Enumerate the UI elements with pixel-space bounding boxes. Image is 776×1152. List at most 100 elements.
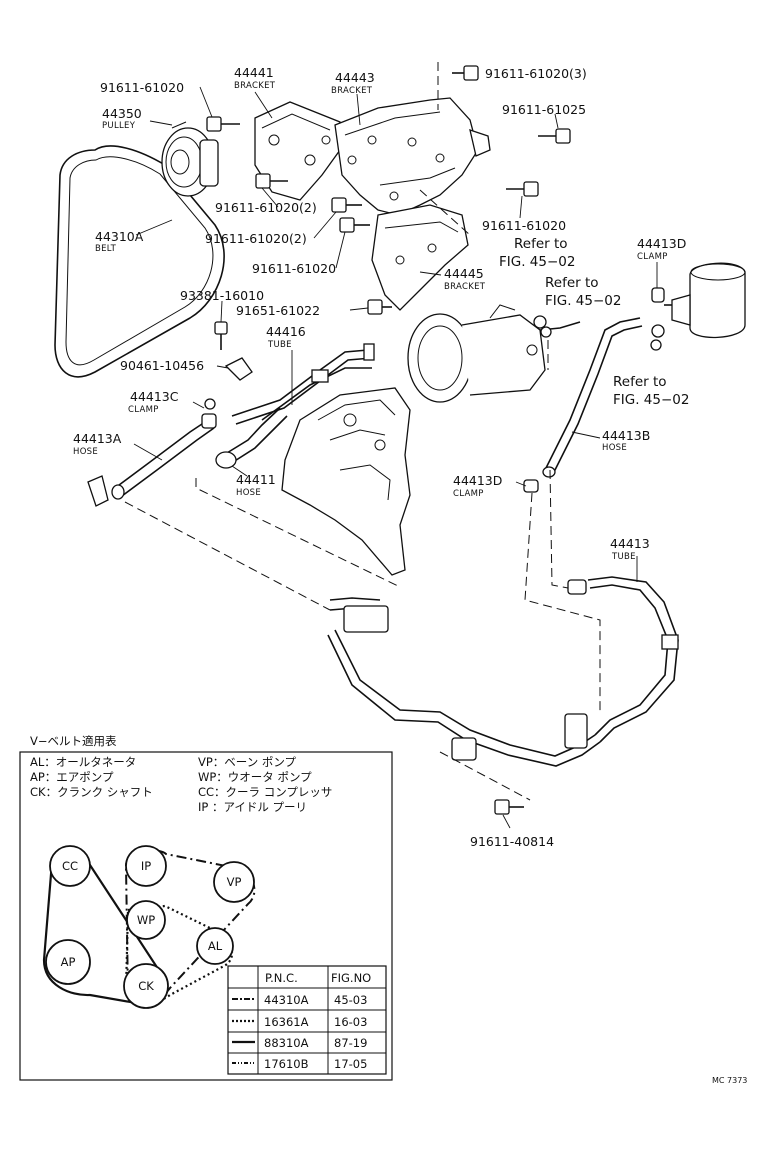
bolt-91611-61020-c <box>339 217 370 233</box>
pulley-44350 <box>161 121 219 197</box>
clamp-44413c <box>201 398 217 429</box>
label-91611-61025: 91611-61025 <box>502 102 586 117</box>
refer-1-line2: FIG. 45−02 <box>499 254 575 270</box>
label-44441: 44441 <box>234 65 274 80</box>
label-91611-40814: 91611-40814 <box>470 834 554 849</box>
pulley-ck-label: CK <box>138 979 154 993</box>
label-44443-name: BRACKET <box>331 86 373 96</box>
label-44416-name: TUBE <box>267 340 292 350</box>
bolt-91651-61022 <box>367 299 392 315</box>
pulley-cc <box>49 845 91 887</box>
refer-2-line1: Refer to <box>545 275 599 291</box>
label-44413a-name: HOSE <box>73 447 98 457</box>
v-belt-application-legend: V−ベルト適用表 AL：オールタネータ AP：エアポンプ CK：クランク シャフ… <box>19 734 393 1081</box>
pulley-wp <box>126 900 166 940</box>
pulley-cc-label: CC <box>62 859 78 873</box>
table-row-pnc: 44310A <box>264 993 309 1007</box>
fluid-reservoir <box>664 262 746 339</box>
tube-44416 <box>231 343 375 425</box>
bracket-44445 <box>371 204 469 311</box>
table-row-fig: 17-05 <box>334 1057 367 1071</box>
clamp-refer-1 <box>533 315 552 338</box>
label-44416: 44416 <box>266 324 306 339</box>
label-91611-61020-b: 91611-61020 <box>482 218 566 233</box>
part-labels: 91611-61020 44350 PULLEY 44441 BRACKET 4… <box>73 65 686 849</box>
label-44411-name: HOSE <box>236 488 261 498</box>
refer-2-line2: FIG. 45−02 <box>545 293 621 309</box>
label-44310a: 44310A <box>95 229 144 244</box>
label-44411: 44411 <box>236 472 276 487</box>
leader-lines <box>133 72 658 829</box>
label-93381-16010: 93381-16010 <box>180 288 264 303</box>
legend-cc: CC：クーラ コンプレッサ <box>198 785 332 799</box>
pulley-ck <box>123 963 169 1009</box>
label-44350: 44350 <box>102 106 142 121</box>
label-44441-name: BRACKET <box>234 81 276 91</box>
label-44413a: 44413A <box>73 431 122 446</box>
table-row-fig: 87-19 <box>334 1036 367 1050</box>
label-91611-61020-c: 91611-61020 <box>252 261 336 276</box>
label-44413d-lower-name: CLAMP <box>453 489 484 499</box>
legend-ip: IP ：アイドル プーリ <box>198 800 307 814</box>
steering-gear-housing <box>281 387 411 576</box>
label-44350-name: PULLEY <box>102 121 136 131</box>
bolt-91611-40814 <box>494 799 524 815</box>
pulley-ip <box>125 845 167 887</box>
label-44445: 44445 <box>444 266 484 281</box>
label-44413d-upper-name: CLAMP <box>637 252 668 262</box>
legend-wp: WP：ウオータ ポンプ <box>198 770 312 784</box>
v-belt-44310a <box>54 145 225 378</box>
pulley-vp-label: VP <box>227 875 242 889</box>
refer-3-line1: Refer to <box>613 374 667 390</box>
label-44413c-name: CLAMP <box>128 405 159 415</box>
legend-title: V−ベルト適用表 <box>30 734 117 748</box>
tube-44413 <box>327 576 679 767</box>
table-row-pnc: 16361A <box>264 1015 309 1029</box>
table-row-fig: 16-03 <box>334 1015 367 1029</box>
hose-44411 <box>215 407 288 469</box>
label-44445-name: BRACKET <box>444 282 486 292</box>
table-header-pnc: P.N.C. <box>265 971 298 985</box>
label-44310a-name: BELT <box>95 244 117 254</box>
vane-pump <box>407 304 546 403</box>
legend-al: AL：オールタネータ <box>30 755 136 769</box>
label-44413d-lower: 44413D <box>453 473 502 488</box>
refer-labels: Refer to FIG. 45−02 Refer to FIG. 45−02 … <box>499 236 689 408</box>
label-91611-61020-2b: 91611-61020(2) <box>205 231 307 246</box>
label-44413b: 44413B <box>602 428 650 443</box>
alignment-line-mid <box>419 189 471 236</box>
label-44413d-upper: 44413D <box>637 236 686 251</box>
legend-ap: AP：エアポンプ <box>30 770 114 784</box>
legend-ck: CK：クランク シャフト <box>30 785 153 799</box>
label-44443: 44443 <box>335 70 375 85</box>
label-44413: 44413 <box>610 536 650 551</box>
label-90461-10456: 90461-10456 <box>120 358 204 373</box>
table-row-pnc: 17610B <box>264 1057 309 1071</box>
bolt-91611-61020-2a <box>255 173 288 189</box>
clamp-44413d-lower <box>523 479 539 493</box>
clamp-90461-10456 <box>224 357 253 381</box>
clamp-44413d-upper <box>650 287 665 351</box>
label-91611-61020-3: 91611-61020(3) <box>485 66 587 81</box>
bracket-44443 <box>334 97 491 216</box>
table-row-fig: 45-03 <box>334 993 367 1007</box>
dashed-connections <box>124 340 601 801</box>
pulley-al <box>196 927 234 965</box>
label-44413c: 44413C <box>130 389 179 404</box>
corner-code: MC 7373 <box>712 1076 747 1085</box>
bolt-91611-61020-2b <box>331 197 362 213</box>
bolt-91611-61025 <box>538 128 571 144</box>
pulley-wp-label: WP <box>137 913 155 927</box>
hose-fitting-lower-left <box>87 475 109 507</box>
label-91611-61020-2a: 91611-61020(2) <box>215 200 317 215</box>
label-91611-61020-a: 91611-61020 <box>100 80 184 95</box>
pulley-al-label: AL <box>208 939 223 953</box>
label-91651-61022: 91651-61022 <box>236 303 320 318</box>
hose-44413a <box>111 419 215 500</box>
pulley-vp <box>213 861 255 903</box>
belt-routing-diagram: CC IP VP WP AL AP CK <box>42 845 256 1009</box>
refer-3-line2: FIG. 45−02 <box>613 392 689 408</box>
pnc-table: P.N.C. FIG.NO 44310A 45-03 16361A 16-03 … <box>227 965 387 1075</box>
pulley-ap-label: AP <box>61 955 76 969</box>
